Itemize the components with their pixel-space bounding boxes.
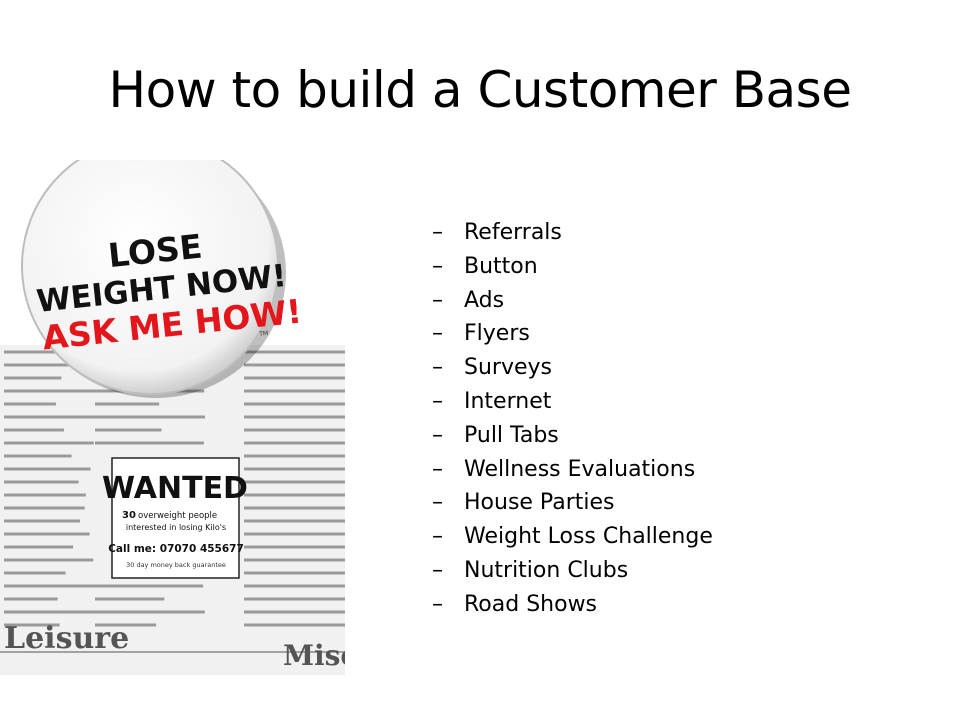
misc-heading: Misc	[283, 639, 345, 672]
bullet-item: –Pull Tabs	[432, 419, 713, 453]
wanted-guarantee: 30 day money back guarantee	[126, 561, 226, 569]
wanted-heading: WANTED	[102, 471, 248, 506]
bullet-dash: –	[432, 321, 443, 347]
bullet-item: –Flyers	[432, 317, 713, 351]
bullet-dash: –	[432, 220, 443, 245]
bullet-text: Internet	[464, 388, 552, 414]
strategy-bullet-list: –Referrals–Button–Ads–Flyers–Surveys–Int…	[432, 216, 713, 622]
bullet-dash: –	[432, 490, 443, 516]
bullet-text: House Parties	[464, 490, 615, 516]
bullet-text: Ads	[464, 287, 505, 313]
bullet-text: Flyers	[464, 321, 530, 347]
bullet-text: Button	[464, 253, 538, 279]
wanted-ad: WANTED 30 overweight people interested i…	[102, 457, 248, 579]
wanted-count: 30	[122, 510, 136, 521]
button-trademark: TM	[258, 330, 269, 338]
bullet-dash: –	[432, 287, 443, 313]
bullet-dash: –	[432, 253, 443, 279]
lose-weight-button	[21, 160, 279, 395]
bullet-item: –Weight Loss Challenge	[432, 520, 713, 554]
bullet-item: –Ads	[432, 284, 713, 318]
bullet-dash: –	[432, 456, 443, 482]
bullet-dash: –	[432, 524, 443, 550]
bullet-item: –Internet	[432, 385, 713, 419]
bullet-text: Surveys	[464, 355, 552, 381]
bullet-text: Referrals	[464, 220, 562, 245]
bullet-dash: –	[432, 388, 443, 414]
bullet-dash: –	[432, 422, 443, 448]
bullet-text: Nutrition Clubs	[464, 557, 629, 583]
bullet-item: –Button	[432, 250, 713, 284]
bullet-item: –Road Shows	[432, 588, 713, 622]
newspaper-text-lines	[4, 350, 345, 627]
bullet-item: –Wellness Evaluations	[432, 453, 713, 487]
bullet-dash: –	[432, 591, 443, 617]
bullet-text: Weight Loss Challenge	[464, 524, 713, 550]
bullet-text: Road Shows	[464, 591, 598, 617]
leisure-heading: Leisure	[4, 621, 129, 656]
wanted-phone: Call me: 07070 455677	[108, 543, 244, 555]
lose-weight-button-ad-image: WANTED 30 overweight people interested i…	[0, 160, 345, 675]
bullet-dash: –	[432, 557, 443, 583]
wanted-line2: interested in losing Kilo's	[126, 523, 226, 532]
bullet-item: –Nutrition Clubs	[432, 554, 713, 588]
bullet-text: Pull Tabs	[464, 422, 559, 448]
bullet-item: –House Parties	[432, 486, 713, 520]
slide-title: How to build a Customer Base	[108, 61, 852, 119]
wanted-line1: overweight people	[138, 511, 217, 521]
bullet-text: Wellness Evaluations	[464, 456, 696, 482]
bullet-dash: –	[432, 355, 443, 381]
bullet-item: –Surveys	[432, 351, 713, 385]
bullet-item: –Referrals	[432, 216, 713, 250]
